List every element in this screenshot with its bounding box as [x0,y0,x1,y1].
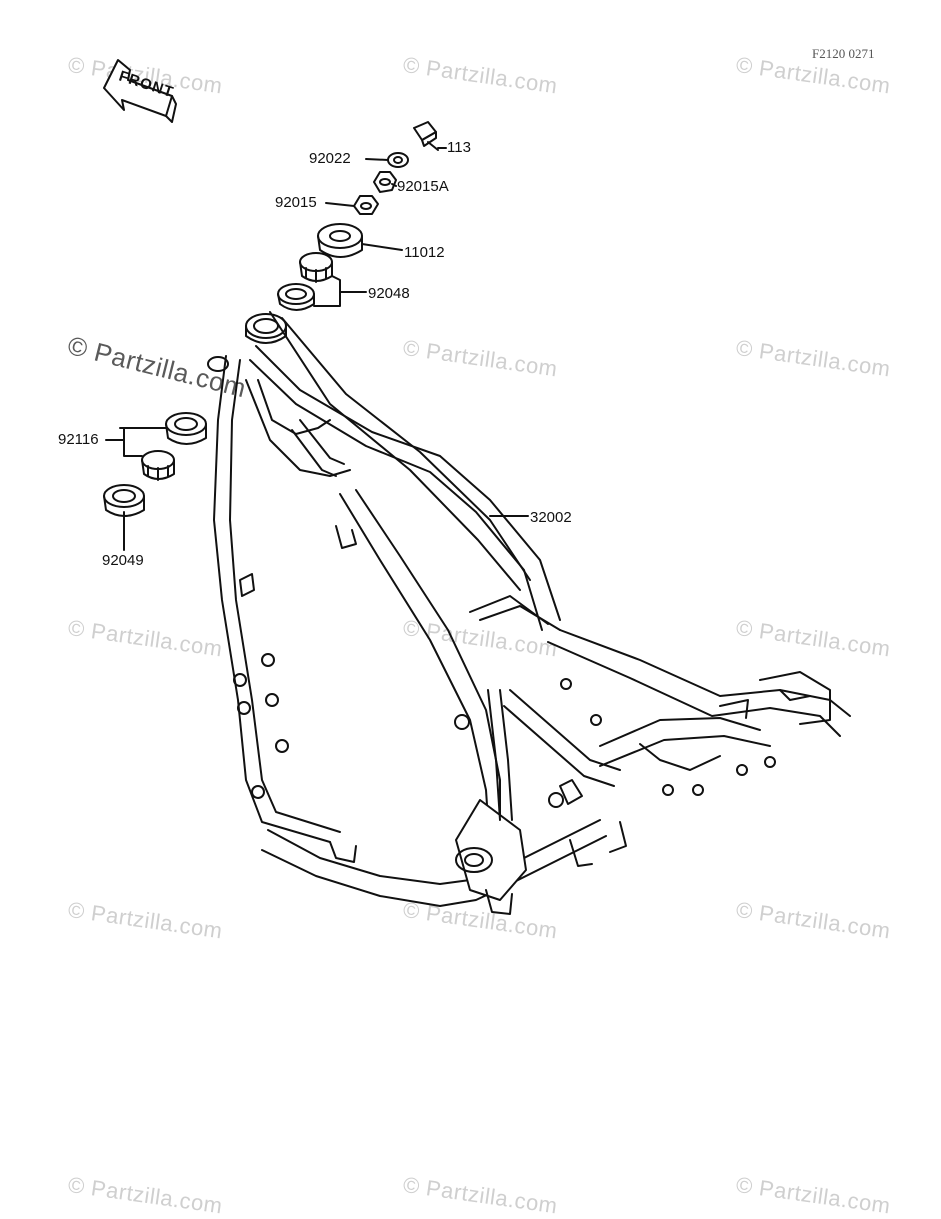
nut-92015A-icon [373,171,397,193]
race-92048-lower-icon [277,283,315,311]
callout-92116: 92116 [58,431,99,448]
callout-113: 113 [447,139,471,156]
cap-11012-icon [317,223,363,258]
callout-92015: 92015 [275,194,317,211]
bolt-113-icon [413,121,439,151]
callout-92015A: 92015A [397,178,449,195]
frame-32002-icon [207,311,851,915]
callout-92049: 92049 [102,552,144,569]
front-arrow-icon [103,59,177,123]
diagram-code: F2120 0271 [812,46,875,61]
washer-92022-icon [387,152,409,168]
nut-92015-icon [353,195,379,215]
bearing-92116-icon [141,450,175,481]
callout-32002: 32002 [530,509,572,526]
callout-11012: 11012 [404,244,445,261]
race-92116-icon [165,412,207,445]
seal-92049-icon [103,484,145,517]
callout-92022: 92022 [309,150,351,167]
callout-92048: 92048 [368,285,410,302]
bearing-92048-upper-icon [299,252,333,283]
